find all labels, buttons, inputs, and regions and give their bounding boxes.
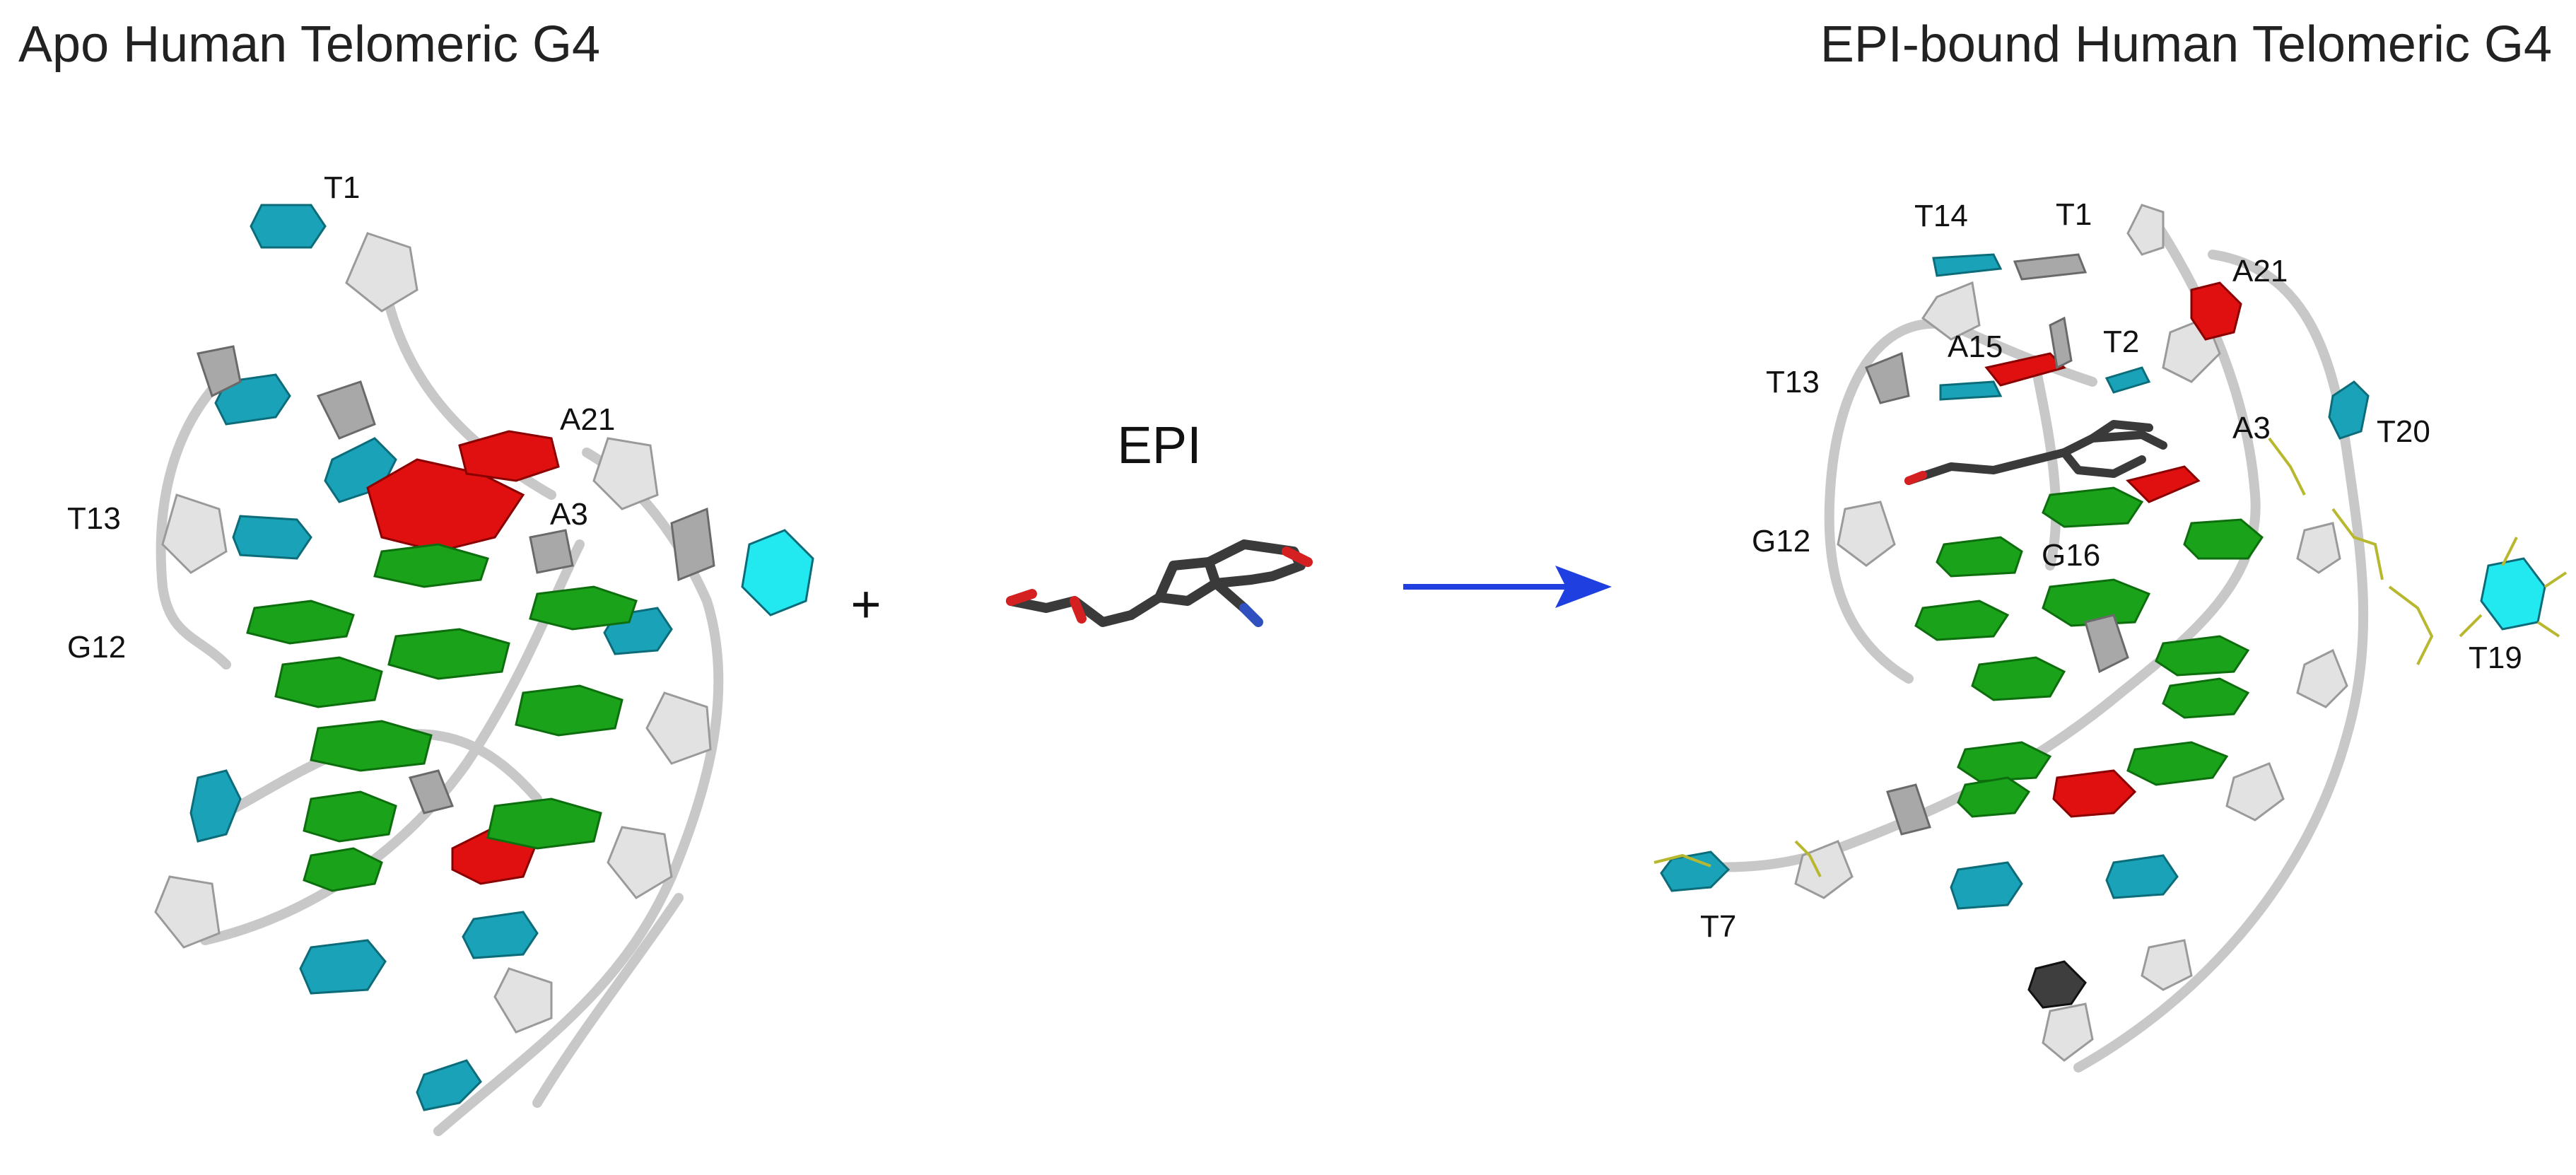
bound-label-g12: G12 [1752,524,1810,559]
apo-label-t1: T1 [324,170,360,205]
bound-label-a3: A3 [2232,411,2271,445]
apo-sugar-rings [154,232,712,1034]
apo-g4-structure [154,204,814,1136]
bound-epi-oxygen [1904,471,1927,485]
bound-epi-ligand [1904,420,2167,485]
reaction-arrow [1403,566,1612,608]
bound-label-t20: T20 [2377,414,2430,449]
epi-oxygen-atoms [1006,546,1313,624]
bound-guanine-tetrads [1914,486,2264,818]
bound-thymine-bases [1660,253,2370,910]
plus-sign: + [850,575,881,633]
apo-label-a3: A3 [550,497,588,532]
bound-label-t19: T19 [2469,641,2522,675]
bound-thymine-bright [2480,557,2546,631]
apo-thymine-bright [741,529,814,616]
apo-label-a21: A21 [560,402,615,437]
bound-label-t1: T1 [2056,197,2092,232]
bound-adenine-bases [1984,281,2242,818]
apo-structure-title: Apo Human Telomeric G4 [18,16,601,73]
bound-label-t7: T7 [1700,909,1736,944]
bound-sugar-rings [1794,204,2348,1062]
bound-label-a15: A15 [1948,329,2003,364]
bound-label-t14: T14 [1914,199,1968,233]
apo-adenine-bases [366,430,560,885]
ligand-label: EPI [1117,416,1201,474]
bound-label-t2: T2 [2103,325,2139,359]
bound-hbonds [1653,437,2568,877]
epi-molecule [1006,539,1306,627]
apo-guanine-tetrads [246,543,638,892]
bound-structure-title: EPI-bound Human Telomeric G4 [1820,16,2552,73]
apo-linkers [197,345,715,814]
bound-g4-structure [1653,204,2568,1072]
apo-label-g12: G12 [67,630,126,665]
apo-label-t13: T13 [67,501,121,536]
apo-thymine-bases [189,204,673,1111]
epi-nitrogen-atom [1239,603,1263,627]
bound-label-a21: A21 [2232,254,2288,288]
bound-dark-base [2027,960,2087,1009]
bound-label-g16: G16 [2042,538,2100,573]
bound-linkers [1865,253,2129,836]
bound-backbone [1663,207,2369,1072]
bound-label-t13: T13 [1766,365,1820,399]
